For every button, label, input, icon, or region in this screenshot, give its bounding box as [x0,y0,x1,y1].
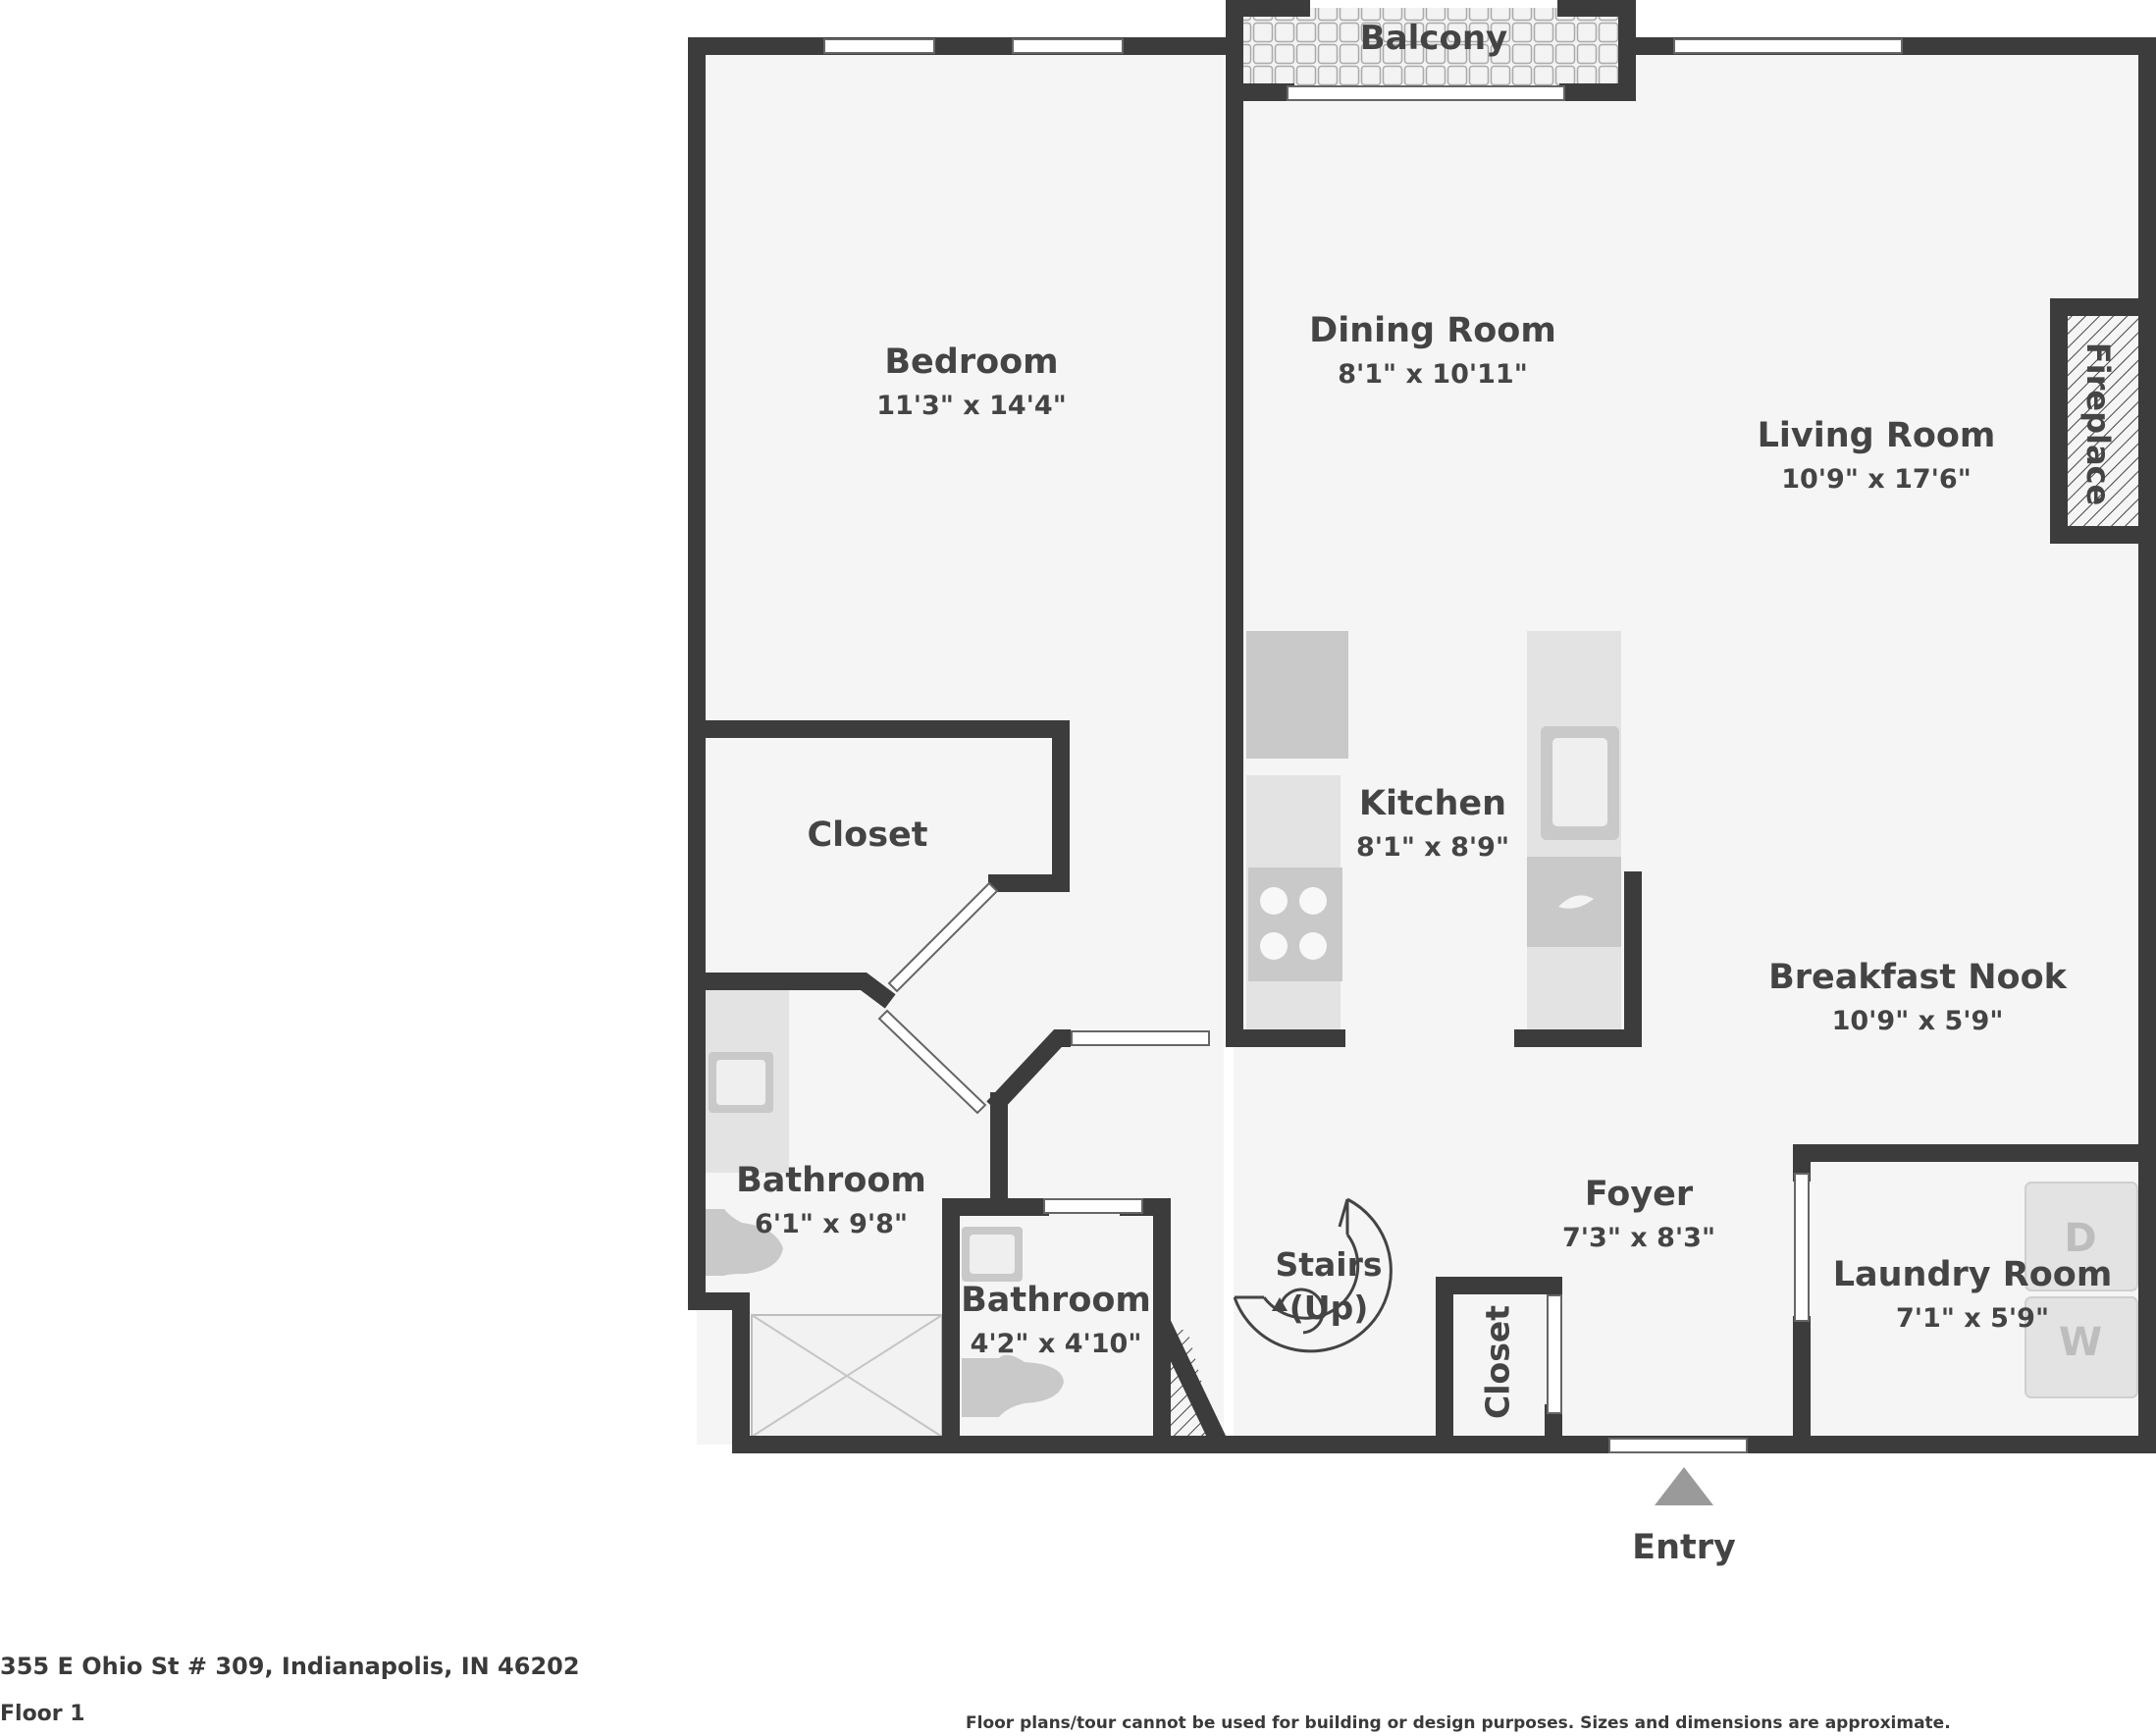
washer [2025,1296,2138,1398]
dryer [2025,1182,2138,1291]
window [1673,38,1903,54]
window [1043,1198,1143,1214]
window [1547,1294,1562,1414]
kitchen-dims: 8'1" x 8'9" [1356,832,1509,863]
living-dims: 10'9" x 17'6" [1781,464,1972,495]
nook-label: Breakfast Nook [1768,958,2068,997]
burner [1260,887,1288,915]
bath2-dims: 4'2" x 4'10" [971,1329,1142,1359]
bath1-dims: 6'1" x 9'8" [755,1209,908,1239]
kitchen-cooktop [1248,868,1342,981]
window [1071,1030,1210,1046]
dryer-label: D [2064,1216,2096,1261]
foyer-dims: 7'3" x 8'3" [1562,1223,1715,1253]
bath1-label: Bathroom [736,1161,926,1200]
closet-bed-label: Closet [807,815,927,855]
laundry-dims: 7'1" x 5'9" [1896,1303,2049,1334]
window [1287,85,1565,101]
walls [688,0,2156,1453]
fireplace-hearth [2061,316,2139,532]
disclaimer-text: Floor plans/tour cannot be used for buil… [966,1713,1951,1733]
washer-label: W [2059,1320,2102,1365]
window [877,1009,987,1115]
bath2-label: Bathroom [961,1281,1151,1320]
window [1608,1438,1748,1453]
laundry-label: Laundry Room [1833,1255,2113,1294]
dining-label: Dining Room [1309,311,1556,350]
entry-arrow-icon [1655,1467,1713,1505]
balcony-floor [1238,8,1623,92]
bath2-toilet [962,1354,1064,1417]
window [823,38,935,54]
kitchen-counter-upper [1246,631,1348,759]
dining-dims: 8'1" x 10'11" [1338,359,1528,390]
fixtures [705,316,2139,1438]
balcony-label: Balcony [1360,19,1507,58]
closet-foyer-label: Closet [1479,1305,1517,1419]
bedroom-label: Bedroom [884,342,1058,382]
floor-fill [697,8,2146,1445]
living-label: Living Room [1758,416,1996,455]
window [887,881,999,993]
burner [1299,932,1327,960]
bath1-toilet [705,1209,783,1276]
fireplace-label: Fireplace [2079,342,2117,505]
burner [1260,932,1288,960]
stairs-symbol [1233,1197,1393,1353]
burner [1299,887,1327,915]
windows [823,38,1903,1453]
window [1012,38,1124,54]
nook-dims: 10'9" x 5'9" [1832,1006,2004,1036]
foyer-label: Foyer [1585,1175,1694,1214]
address-text: 355 E Ohio St # 309, Indianapolis, IN 46… [0,1653,580,1680]
floor-label: Floor 1 [0,1702,85,1726]
entry-label: Entry [1632,1528,1736,1567]
kitchen-label: Kitchen [1359,784,1506,823]
stairs-sub: (Up) [1289,1289,1369,1327]
window [1794,1173,1810,1322]
bedroom-dims: 11'3" x 14'4" [876,391,1067,421]
stairs-label: Stairs [1275,1245,1382,1284]
